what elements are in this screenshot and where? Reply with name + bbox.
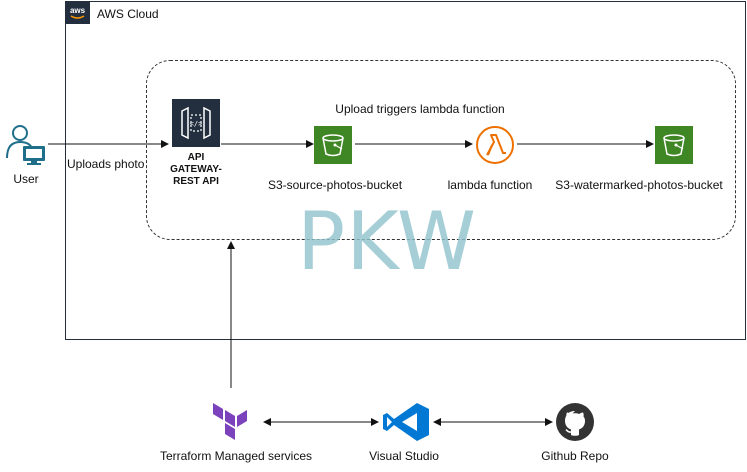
s3-bucket-icon [663,134,685,157]
lambda-node [474,124,516,171]
github-label: Github Repo [541,449,609,463]
aws-cloud-group [65,1,746,340]
s3-watermarked-node [655,126,693,164]
s3-watermarked-label: S3-watermarked-photos-bucket [555,178,723,192]
terraform-node [210,401,250,446]
s3-source-node [314,126,352,164]
user-label: User [13,172,39,186]
s3-bucket-icon [322,134,344,157]
lambda-icon [476,126,514,164]
watermark-text: PKW [297,195,477,288]
api-gateway-node: </> [172,99,220,147]
s3-source-label: S3-source-photos-bucket [267,178,403,192]
uploads-photo-label: Uploads photo [67,157,145,171]
api-gateway-icon: </> [181,106,211,140]
visual-studio-node [382,402,430,447]
aws-cloud-title: AWS Cloud [97,7,159,21]
visual-studio-icon [383,403,429,441]
api-gateway-label: API GATEWAY- REST API [170,152,222,187]
service-group [146,60,736,240]
user-node [5,124,47,171]
visual-studio-label: Visual Studio [369,449,439,463]
svg-text:aws: aws [70,6,86,15]
aws-logo-icon: aws [65,1,90,24]
upload-triggers-label: Upload triggers lambda function [335,102,505,116]
svg-text:</>: </> [190,120,203,128]
user-icon [6,125,45,165]
terraform-icon [213,403,247,440]
lambda-label: lambda function [447,178,533,192]
github-icon [556,403,594,441]
terraform-label: Terraform Managed services [159,449,313,463]
github-node [555,402,595,447]
